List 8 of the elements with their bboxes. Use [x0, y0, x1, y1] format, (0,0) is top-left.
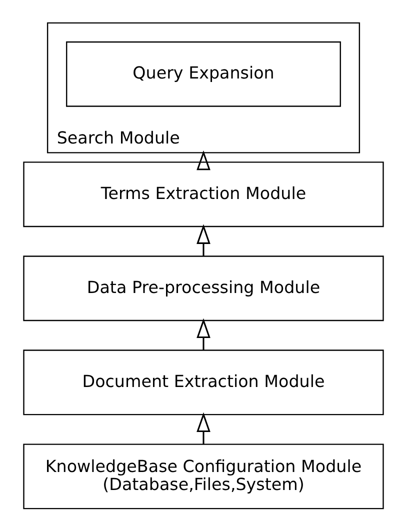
node-box: KnowledgeBase Configuration Module (Database,Files,System) — [23, 444, 384, 510]
arrow — [196, 412, 210, 444]
arrow — [196, 150, 210, 170]
node-box: Data Pre-processing Module — [23, 256, 384, 322]
arrow — [196, 224, 210, 256]
node-box: Query Expansion — [66, 41, 341, 107]
node-box: Document Extraction Module — [23, 350, 384, 416]
arrow — [196, 318, 210, 350]
